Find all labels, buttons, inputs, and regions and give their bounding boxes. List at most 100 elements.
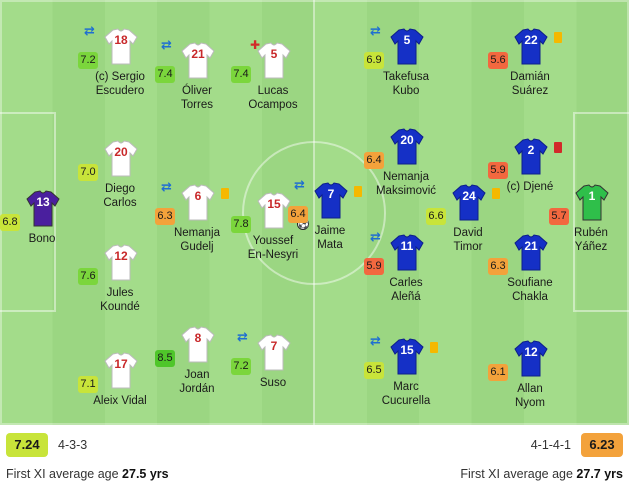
shirt-number: 6	[194, 189, 202, 203]
home-team-rating: 7.24	[6, 433, 48, 457]
player-rating: 7.4	[155, 66, 175, 83]
substitution-icon: ⇄	[161, 37, 172, 52]
injury-icon: ✚	[250, 38, 261, 52]
shirt-icon	[514, 28, 548, 66]
shirt-number: 17	[114, 357, 128, 371]
center-circle	[242, 141, 386, 285]
shirt-number: 22	[524, 33, 538, 47]
shirt-number: 8	[194, 331, 202, 345]
yellow-card-icon	[354, 186, 362, 197]
shirt-number: 20	[400, 133, 414, 147]
shirt-number: 12	[524, 345, 538, 359]
player-rating: 5.6	[488, 52, 508, 69]
shirt-icon	[181, 184, 215, 222]
substitution-icon: ⇄	[294, 177, 305, 192]
away-formation: 4-1-4-1	[530, 438, 571, 452]
player-name: Bono	[28, 233, 56, 245]
shirt-number: 7	[270, 339, 278, 353]
player-rating: 6.4	[288, 206, 308, 223]
shirt-icon	[514, 138, 548, 176]
home-penalty-box	[0, 112, 56, 312]
shirt-number: 20	[114, 145, 128, 159]
shirt-number: 15	[400, 343, 414, 357]
shirt-number: 12	[114, 249, 128, 263]
away-average-age-value: 27.7 yrs	[576, 467, 623, 481]
player-rating: 7.2	[231, 358, 251, 375]
player-rating: 6.3	[488, 258, 508, 275]
shirt-number: 7	[327, 187, 335, 201]
shirt-icon	[257, 334, 291, 372]
player-rating: 6.3	[155, 208, 175, 225]
shirt-icon	[181, 42, 215, 80]
shirt-icon	[514, 234, 548, 272]
shirt-number: 13	[36, 195, 50, 209]
shirt-number: 2	[527, 143, 535, 157]
home-average-age-value: 27.5 yrs	[122, 467, 169, 481]
yellow-card-icon	[492, 188, 500, 199]
shirt-icon	[390, 234, 424, 272]
player-rating: 7.4	[231, 66, 251, 83]
shirt-icon	[26, 190, 60, 228]
shirt-number: 21	[524, 239, 538, 253]
shirt-number: 1	[588, 189, 596, 203]
player-rating: 5.9	[364, 258, 384, 275]
pitch-border	[0, 0, 629, 425]
player-rating: 7.6	[78, 268, 98, 285]
home-formation: 4-3-3	[58, 438, 88, 452]
shirt-number: 5	[270, 47, 278, 61]
shirt-icon	[452, 184, 486, 222]
shirt-icon	[257, 192, 291, 230]
player-rating: 6.5	[364, 362, 384, 379]
player-rating: 6.6	[426, 208, 446, 225]
player-rating: 7.1	[78, 376, 98, 393]
player-rating: 7.2	[78, 52, 98, 69]
shirt-icon	[514, 340, 548, 378]
substitution-icon: ⇄	[370, 229, 381, 244]
shirt-icon	[314, 182, 348, 220]
shirt-icon	[575, 184, 609, 222]
yellow-card-icon	[221, 188, 229, 199]
player-name: Aleix Vidal	[93, 395, 147, 407]
shirt-number: 21	[191, 47, 205, 61]
shirt-icon	[390, 28, 424, 66]
player-rating: 8.5	[155, 350, 175, 367]
shirt-icon	[390, 338, 424, 376]
player-rating: 6.4	[364, 152, 384, 169]
substitution-icon: ⇄	[237, 329, 248, 344]
substitution-icon: ⇄	[370, 333, 381, 348]
shirt-icon	[390, 128, 424, 166]
shirt-number: 5	[403, 33, 411, 47]
away-penalty-box	[573, 112, 629, 312]
shirt-icon	[257, 42, 291, 80]
